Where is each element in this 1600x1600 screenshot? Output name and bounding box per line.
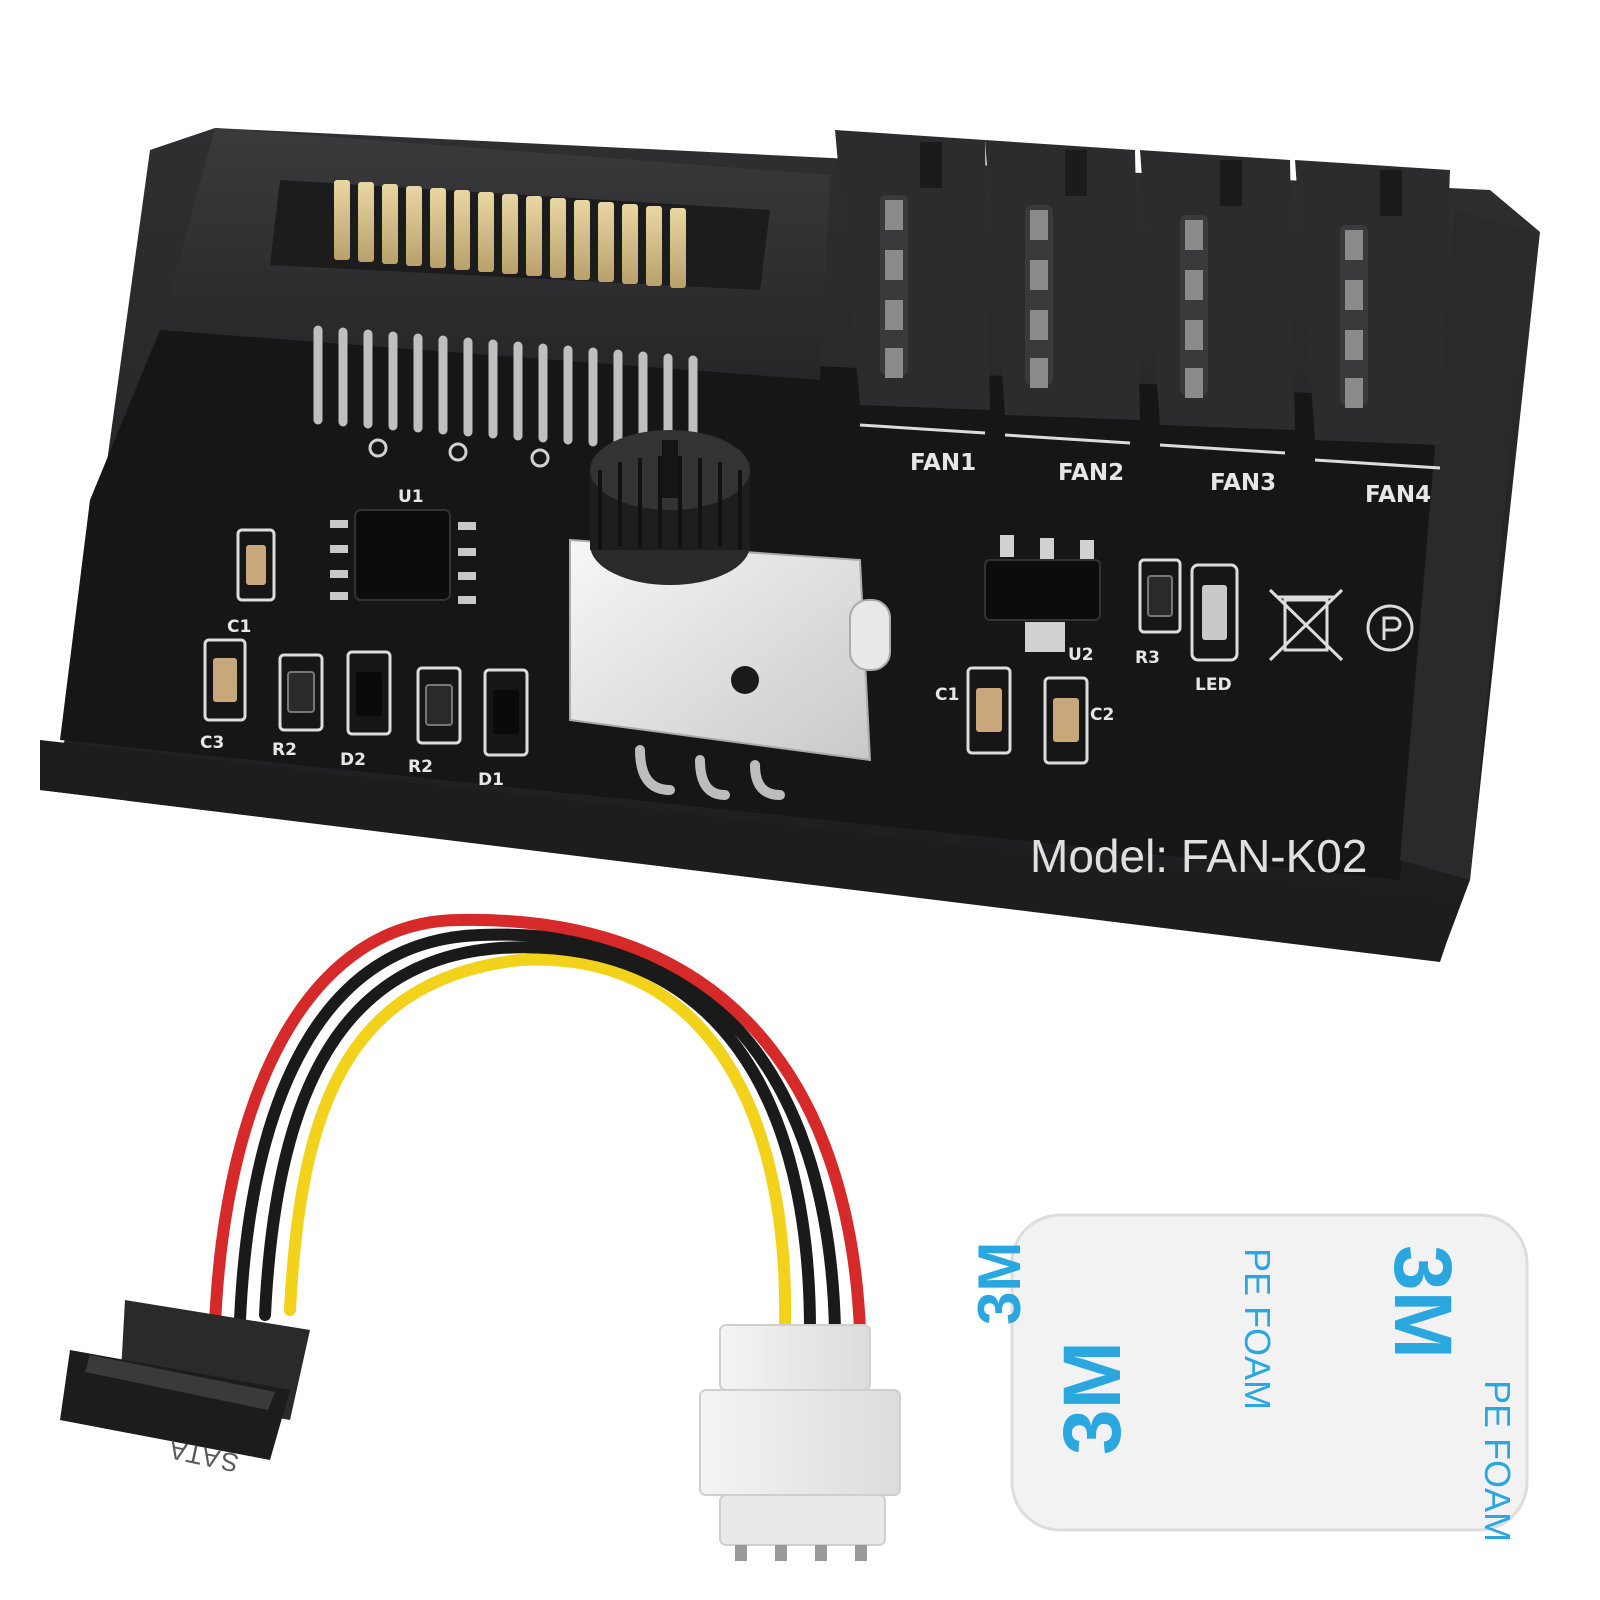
board-front-edge <box>40 740 1460 962</box>
label-c2: C2 <box>1090 705 1114 725</box>
label-u1: U1 <box>398 487 424 507</box>
status-led <box>1190 563 1239 662</box>
u1-chip <box>330 509 476 604</box>
fan-header-3[interactable] <box>1140 150 1295 455</box>
sata-to-molex-cable: SATA <box>60 913 901 1561</box>
fan-header-1[interactable] <box>835 130 990 435</box>
diode-d1 <box>483 668 529 757</box>
molex-connector[interactable] <box>699 1324 901 1561</box>
tape-foam-1: PE FOAM <box>1237 1248 1278 1410</box>
cap-c1-left <box>236 528 276 602</box>
fan-label-4: FAN4 <box>1365 482 1431 508</box>
tape-brand-3: 3M <box>966 1242 1033 1325</box>
board-right-rim <box>1400 210 1530 880</box>
fan-label-3: FAN3 <box>1210 470 1276 496</box>
label-r2-a: R2 <box>272 740 297 760</box>
label-c1-left: C1 <box>227 617 251 637</box>
cap-c3 <box>203 638 247 722</box>
label-led: LED <box>1195 675 1232 695</box>
label-c3: C3 <box>200 733 224 753</box>
speed-control-knob[interactable] <box>569 430 891 800</box>
resistor-r2-a <box>278 653 324 732</box>
fan-hub-board: FAN1 FAN2 FAN3 FAN4 U1 C1 C3 R2 <box>40 128 1540 962</box>
sata-power-connector[interactable]: SATA <box>60 1300 310 1478</box>
adhesive-tape-pad: 3M PE FOAM 3M PE FOAM 3M <box>966 1213 1529 1542</box>
cable-wires <box>209 913 866 1336</box>
label-c1-right: C1 <box>935 685 959 705</box>
label-r2-b: R2 <box>408 757 433 777</box>
fan-label-1: FAN1 <box>910 450 976 476</box>
label-d1: D1 <box>478 770 504 790</box>
diode-d2 <box>346 650 392 736</box>
cap-c1-right <box>966 666 1012 755</box>
tape-brand-2: 3M <box>1377 1245 1468 1359</box>
resistor-r3 <box>1138 558 1182 634</box>
resistor-r2-b <box>416 666 462 745</box>
label-u2: U2 <box>1068 645 1094 665</box>
weee-recycle-icon <box>1268 588 1344 662</box>
cap-c2 <box>1043 676 1089 765</box>
label-d2: D2 <box>340 750 366 770</box>
sata-header <box>160 128 830 468</box>
label-r3: R3 <box>1135 648 1160 668</box>
compliance-mark-icon <box>1366 604 1414 652</box>
model-label: Model: FAN-K02 <box>1030 830 1367 882</box>
sata-gold-pins <box>334 180 686 288</box>
fan-header-2[interactable] <box>985 140 1140 445</box>
fan-label-2: FAN2 <box>1058 460 1124 486</box>
tape-brand-1: 3M <box>1047 1341 1138 1455</box>
tape-foam-2: PE FOAM <box>1477 1380 1518 1542</box>
u2-regulator <box>984 535 1101 652</box>
fan-header-4[interactable] <box>1295 160 1450 470</box>
